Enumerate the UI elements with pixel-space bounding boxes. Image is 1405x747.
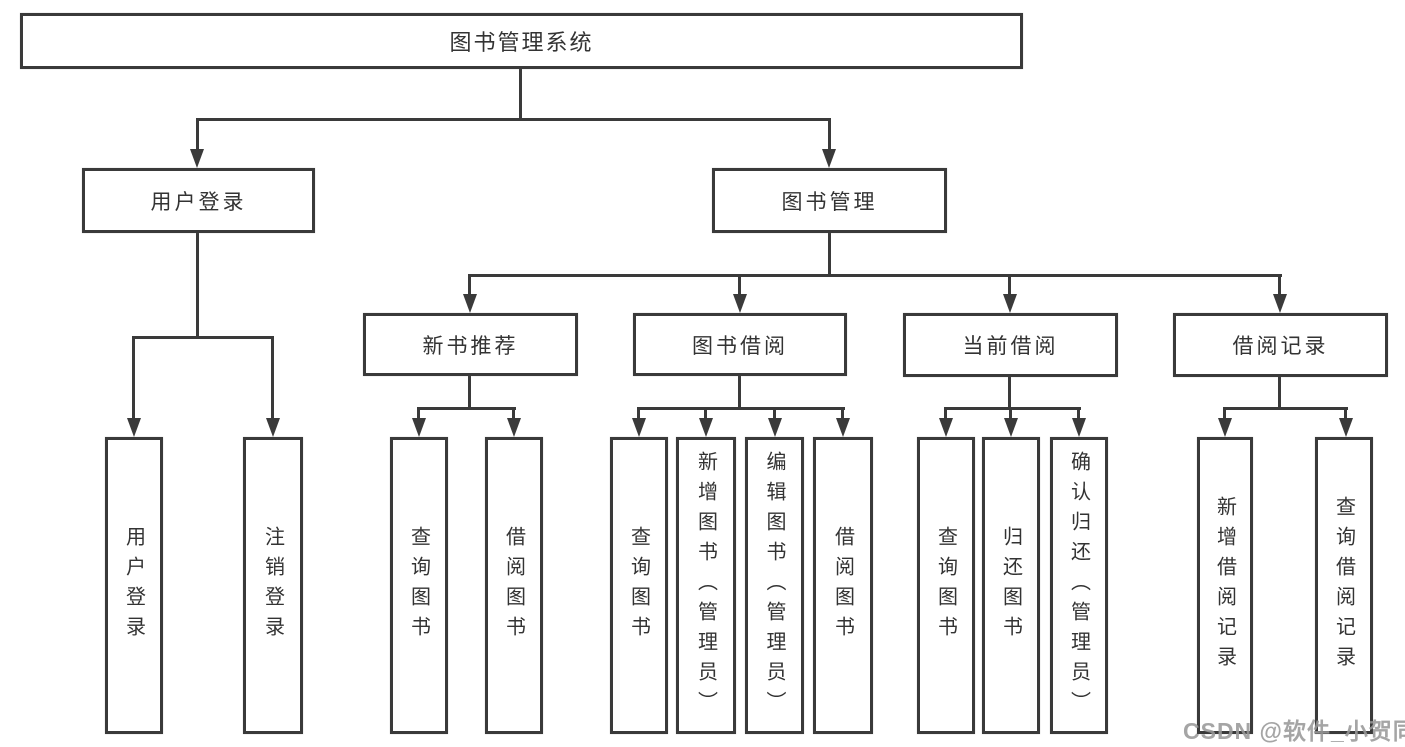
edge-leaf-stem (704, 407, 707, 418)
node-label: 当前借阅 (962, 335, 1059, 358)
edge-leaf-stem (417, 407, 420, 418)
arrowhead-down-icon (939, 418, 953, 437)
node-label: 注销登录 (261, 525, 284, 646)
node-leaf-borrow-books-borrowing: 借阅图书 (813, 437, 873, 734)
node-leaf-query-books-borrowing: 查询图书 (610, 437, 668, 734)
node-label: 编辑图书（管理员） (763, 450, 785, 721)
node-label: 图书管理 (781, 190, 878, 214)
node-leaf-logout: 注销登录 (243, 437, 303, 734)
node-user-login: 用户登录 (82, 168, 315, 233)
node-label: 新增借阅记录 (1213, 495, 1236, 676)
arrowhead-down-icon (733, 294, 747, 313)
edge-group-bar (417, 407, 516, 410)
edge-leaf-stem (773, 407, 776, 418)
node-book-borrowing: 图书借阅 (633, 313, 847, 376)
edge-leaf-stem (132, 336, 135, 418)
edge-leaf-stem (1223, 407, 1226, 418)
arrowhead-down-icon (1339, 418, 1353, 437)
arrowhead-down-icon (507, 418, 521, 437)
edge-leaf-stem (1009, 407, 1012, 418)
node-borrowing-records: 借阅记录 (1173, 313, 1388, 377)
node-label: 用户登录 (122, 525, 145, 646)
edge-root-bar (196, 118, 831, 121)
edge-user-login-stem (196, 118, 199, 149)
arrowhead-down-icon (1273, 294, 1287, 313)
node-leaf-query-books-recommend: 查询图书 (390, 437, 448, 734)
arrowhead-down-icon (1072, 418, 1086, 437)
edge-leaf-stem (944, 407, 947, 418)
node-label: 用户登录 (150, 190, 247, 214)
edge-records-stem (1278, 274, 1281, 294)
edge-mgmt-bar (468, 274, 1282, 277)
node-root: 图书管理系统 (20, 13, 1023, 69)
arrowhead-down-icon (412, 418, 426, 437)
node-leaf-return-book: 归还图书 (982, 437, 1040, 734)
node-label: 查询图书 (407, 525, 430, 646)
edge-group-bar (944, 407, 1081, 410)
edge-group-bar (637, 407, 845, 410)
node-leaf-user-login: 用户登录 (105, 437, 163, 734)
edge-newbook-stem (468, 274, 471, 294)
node-label: 借阅图书 (831, 525, 854, 646)
node-leaf-query-borrow-record: 查询借阅记录 (1315, 437, 1373, 734)
node-leaf-add-borrow-record: 新增借阅记录 (1197, 437, 1253, 734)
edge-root-stem (519, 69, 522, 118)
arrowhead-down-icon (699, 418, 713, 437)
edge-mgmt-stem (828, 233, 831, 274)
node-new-book-recommend: 新书推荐 (363, 313, 578, 376)
arrowhead-down-icon (1004, 418, 1018, 437)
arrowhead-down-icon (632, 418, 646, 437)
node-leaf-edit-book-admin: 编辑图书（管理员） (745, 437, 804, 734)
edge-leaf-stem (841, 407, 844, 418)
edge-group-stem (1278, 376, 1281, 407)
arrowhead-down-icon (1218, 418, 1232, 437)
edge-leaf-stem (512, 407, 515, 418)
node-label: 图书管理系统 (449, 30, 594, 55)
arrowhead-down-icon (463, 294, 477, 313)
node-label: 归还图书 (999, 525, 1022, 646)
node-label: 确认归还（管理员） (1067, 450, 1090, 721)
edge-leaf-stem (1344, 407, 1347, 418)
edge-book-mgmt-stem (828, 118, 831, 149)
csdn-watermark: CSDN @软件_小贺同学 (1183, 718, 1405, 744)
arrowhead-down-icon (822, 149, 836, 168)
edge-group-stem (1008, 376, 1011, 407)
node-current-borrowing: 当前借阅 (903, 313, 1118, 377)
edge-leaf-stem (1077, 407, 1080, 418)
node-leaf-borrow-books-recommend: 借阅图书 (485, 437, 543, 734)
edge-leaf-stem (637, 407, 640, 418)
node-label: 新书推荐 (422, 334, 519, 358)
node-label: 新增图书（管理员） (694, 450, 717, 721)
node-label: 借阅记录 (1232, 335, 1329, 358)
node-label: 查询借阅记录 (1332, 495, 1355, 676)
node-label: 图书借阅 (692, 334, 788, 358)
edge-group-bar (1223, 407, 1348, 410)
edge-leaf-stem (271, 336, 274, 418)
arrowhead-down-icon (266, 418, 280, 437)
edge-group-stem (738, 376, 741, 407)
node-book-management: 图书管理 (712, 168, 947, 233)
edge-group-stem (468, 376, 471, 407)
edge-login-bar (132, 336, 274, 339)
arrowhead-down-icon (127, 418, 141, 437)
edge-borrowing-stem (738, 274, 741, 294)
arrowhead-down-icon (768, 418, 782, 437)
node-label: 查询图书 (627, 525, 650, 646)
node-leaf-confirm-return-admin: 确认归还（管理员） (1050, 437, 1108, 734)
arrowhead-down-icon (836, 418, 850, 437)
arrowhead-down-icon (1003, 294, 1017, 313)
node-leaf-query-books-current: 查询图书 (917, 437, 975, 734)
edge-login-stem (196, 233, 199, 336)
node-label: 查询图书 (934, 525, 957, 646)
node-label: 借阅图书 (502, 525, 525, 646)
node-leaf-add-book-admin: 新增图书（管理员） (676, 437, 736, 734)
edge-current-stem (1008, 274, 1011, 294)
arrowhead-down-icon (190, 149, 204, 168)
